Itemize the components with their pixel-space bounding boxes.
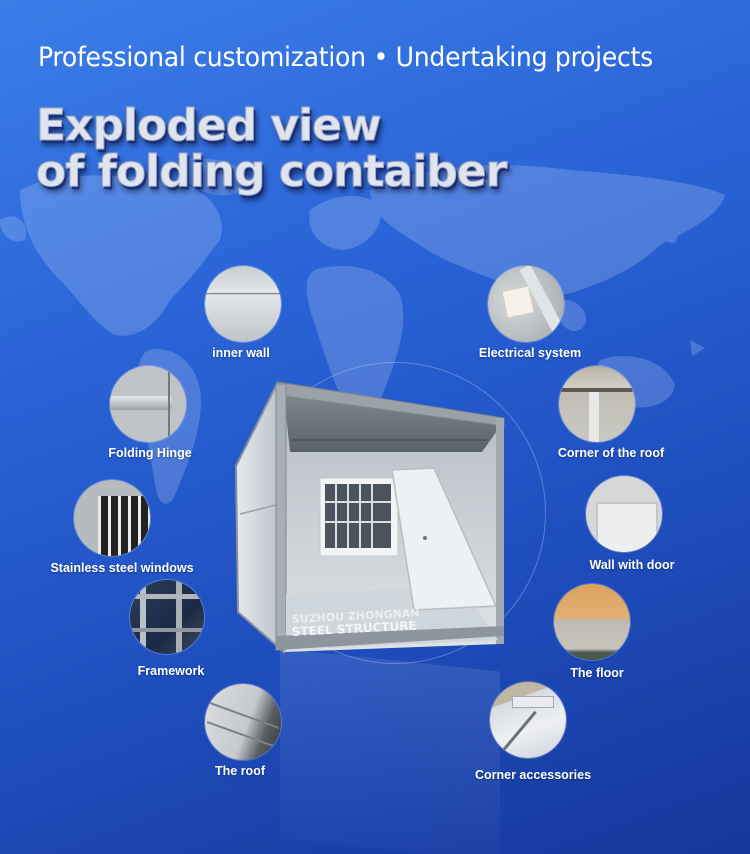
container-reflection — [280, 648, 500, 854]
world-map-background — [0, 158, 725, 504]
floor-thumbnail — [554, 584, 630, 660]
stainless-steel-windows-thumbnail — [74, 480, 150, 556]
page-title-line2: of folding contaiber — [35, 146, 507, 198]
wall-with-door-thumbnail — [586, 476, 662, 552]
electrical-system-thumbnail — [488, 266, 564, 342]
watermark-line2: STEEL STRUCTURE — [291, 618, 417, 639]
page-title-line1: Exploded view — [36, 100, 383, 152]
framework-label: Framework — [137, 664, 205, 678]
folding-hinge-label: Folding Hinge — [108, 446, 192, 460]
corner-accessories-label: Corner accessories — [474, 768, 592, 782]
stainless-steel-windows-label: Stainless steel windows — [50, 561, 194, 575]
corner-accessories-thumbnail — [490, 682, 566, 758]
hinge-icon — [110, 396, 172, 410]
floor-label: The floor — [570, 666, 624, 680]
inner-wall-label: inner wall — [212, 346, 270, 360]
electrical-system-label: Electrical system — [478, 346, 582, 360]
inner-wall-thumbnail — [205, 266, 281, 342]
folding-container-image: SUZHOU ZHONGNAN STEEL STRUCTURE — [234, 381, 505, 655]
folding-hinge-thumbnail — [110, 366, 186, 442]
roof-label: The roof — [215, 764, 265, 778]
corner-of-roof-thumbnail — [559, 366, 635, 442]
roof-thumbnail — [205, 684, 281, 760]
wall-with-door-label: Wall with door — [589, 558, 675, 572]
corner-of-roof-label: Corner of the roof — [557, 446, 665, 460]
framework-thumbnail — [130, 580, 204, 654]
subtitle-tagline: Professional customization • Undertaking… — [38, 42, 653, 73]
